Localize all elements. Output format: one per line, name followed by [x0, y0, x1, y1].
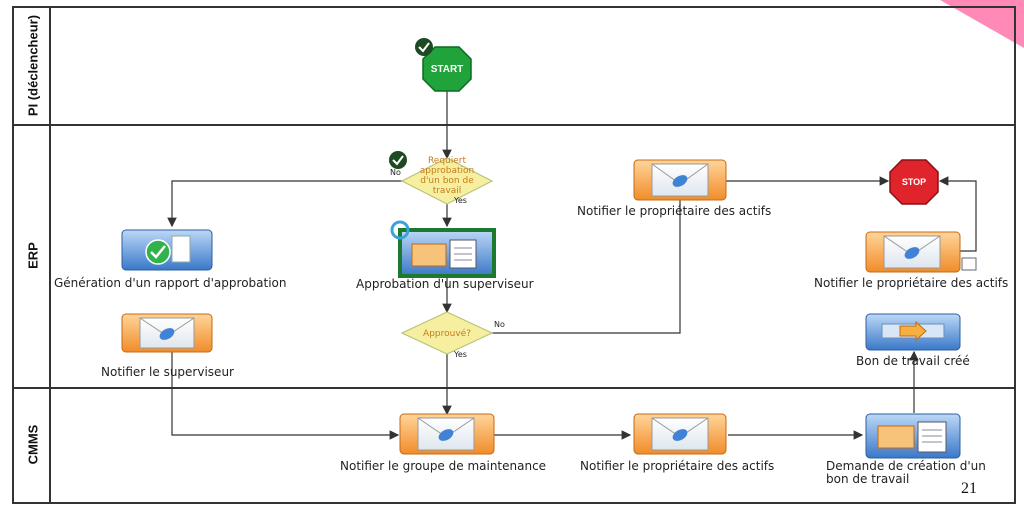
lane-title-cmms: CMMS	[25, 424, 41, 465]
task-notifier-groupe-maintenance[interactable]	[399, 413, 495, 455]
stop-event[interactable]: STOP	[889, 159, 939, 205]
pool-frame	[12, 6, 1016, 504]
check-icon	[145, 239, 171, 265]
page-number: 21	[961, 480, 977, 497]
lane-title-erp: ERP	[25, 242, 41, 269]
connectors	[167, 84, 977, 440]
decision1-no-label: No	[390, 168, 401, 177]
form-icon	[411, 243, 447, 267]
decision2-label: Approuvé?	[423, 328, 471, 339]
task-generation-rapport[interactable]	[121, 229, 213, 271]
label-notifier-proprietaire-erp: Notifier le propriétaire des actifs	[577, 204, 772, 218]
decision2-no-label: No	[494, 320, 505, 329]
task-approbation-superviseur[interactable]	[398, 228, 496, 278]
task-notifier-proprietaire-droite[interactable]	[865, 231, 977, 273]
task-notifier-superviseur[interactable]	[121, 313, 213, 353]
check-icon	[389, 151, 407, 169]
decision2-yes-label: Yes	[453, 350, 467, 359]
lane-title-pi: PI (déclencheur)	[25, 14, 41, 117]
label-notifier-proprietaire-droite: Notifier le propriétaire des actifs	[814, 276, 1009, 290]
start-label: START	[431, 64, 464, 75]
stop-label: STOP	[902, 177, 926, 187]
check-icon	[415, 38, 433, 56]
sync-icon	[390, 220, 410, 240]
start-event[interactable]: START	[422, 46, 472, 92]
task-bon-travail-cree[interactable]	[865, 313, 961, 351]
task-notifier-proprietaire-cmms[interactable]	[633, 413, 727, 455]
label-notifier-superviseur: Notifier le superviseur	[101, 365, 234, 379]
label-demande-creation: Demande de création d'un bon de travail	[826, 459, 986, 486]
decision1-yes-label: Yes	[453, 196, 467, 205]
label-generation-rapport: Génération d'un rapport d'approbation	[54, 276, 287, 290]
label-bon-travail-cree: Bon de travail créé	[856, 354, 970, 368]
label-notifier-proprietaire-cmms: Notifier le propriétaire des actifs	[580, 459, 775, 473]
document-icon	[961, 257, 977, 271]
decision-approved[interactable]: Approuvé?	[400, 311, 494, 355]
corner-accent	[940, 0, 1024, 48]
form-icon	[877, 425, 915, 449]
task-demande-creation[interactable]	[865, 413, 961, 459]
arrow-right-icon	[899, 320, 927, 342]
label-approbation-superviseur: Approbation d'un superviseur	[356, 277, 534, 291]
task-notifier-proprietaire-erp[interactable]	[633, 159, 727, 201]
label-notifier-groupe-maintenance: Notifier le groupe de maintenance	[340, 459, 547, 473]
